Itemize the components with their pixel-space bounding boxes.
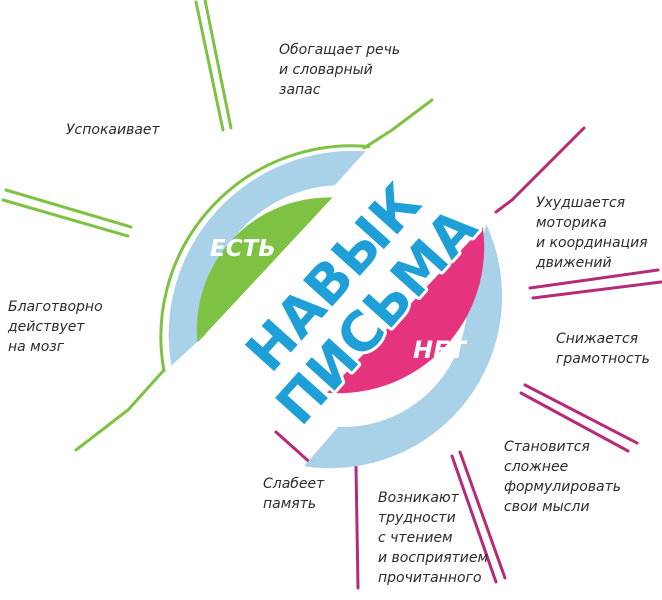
pink-line-bottom-2 <box>450 454 498 584</box>
no-label: НЕТ <box>413 336 467 364</box>
no-pink-half-disc <box>327 227 485 394</box>
yes-item-calms: Успокаивает <box>66 122 160 138</box>
green-connector-lines <box>1 0 434 452</box>
green-line-top-2 <box>194 0 225 132</box>
no-item-motor-skills: Ухудшается моторика и координация движен… <box>536 195 648 271</box>
yes-item-enriches-speech: Обогащает речь и словарный запас <box>279 42 401 98</box>
no-item-formulating-thoughts: Становится сложнее формулировать свои мы… <box>504 439 622 515</box>
yes-green-half-disc <box>196 197 333 343</box>
pink-line-bottom-1 <box>458 450 507 580</box>
green-line-left-2 <box>1 198 130 238</box>
yes-item-benefits-brain: Благотворно действует на мозг <box>8 299 103 355</box>
green-line-top-1 <box>203 0 233 130</box>
yes-outer-ring <box>159 144 371 373</box>
pink-line-right-1b <box>531 280 662 300</box>
green-line-bottom <box>74 368 166 452</box>
no-light-blue-band <box>304 224 503 469</box>
no-item-reading-difficulties: Возникают трудности с чтением и восприят… <box>378 490 489 586</box>
pink-connector-lines <box>274 126 662 590</box>
yes-half <box>159 144 371 373</box>
pink-line-left <box>274 430 316 468</box>
yes-label: ЕСТЬ <box>210 236 276 262</box>
green-line-top-right <box>362 98 434 150</box>
pink-line-bottom-3 <box>354 464 360 590</box>
no-item-memory: Слабеет память <box>263 476 325 512</box>
yes-light-blue-band <box>168 150 366 366</box>
pink-line-top <box>494 126 586 214</box>
pink-line-right-1a <box>528 268 660 290</box>
no-half <box>304 224 503 469</box>
green-line-left-1 <box>4 188 133 229</box>
no-item-literacy: Снижается грамотность <box>556 331 650 367</box>
pink-line-right-3 <box>519 391 630 453</box>
pink-line-right-2 <box>523 383 639 445</box>
